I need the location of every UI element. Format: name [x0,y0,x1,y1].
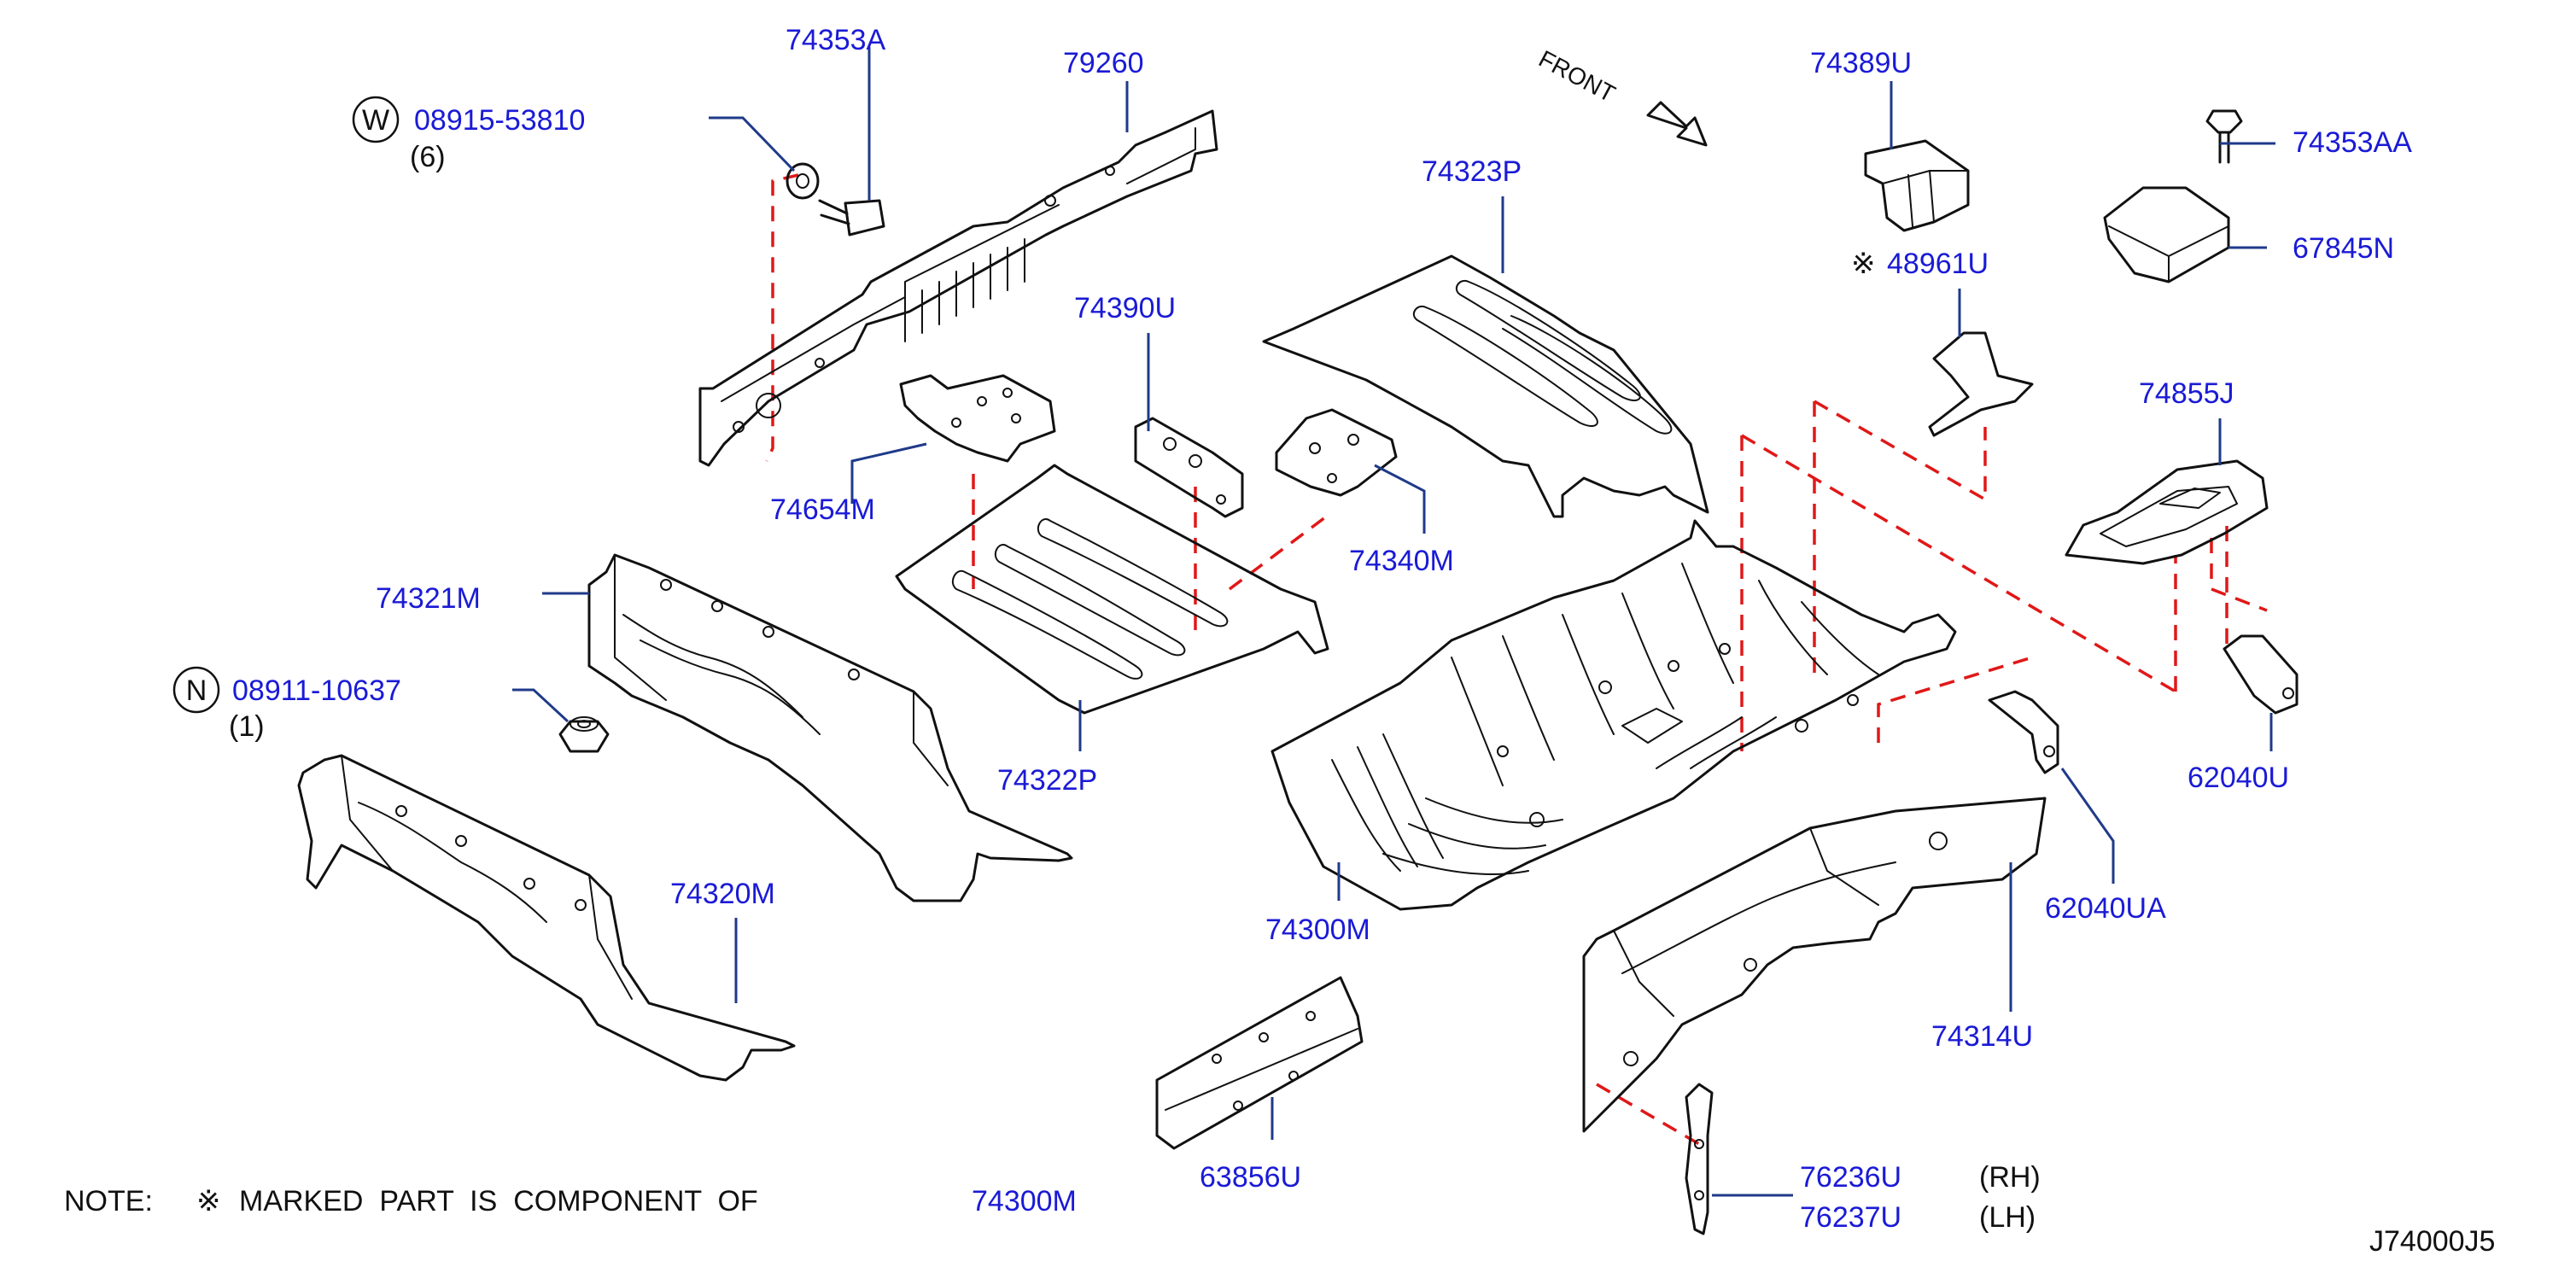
diagram-code: J74000J5 [2369,1225,2495,1258]
label-67845N: 67845N [2293,232,2394,265]
part-74320M-member [297,754,796,1082]
label-48961U-mark: ※ [1851,248,1876,280]
part-48961U-bracket [1928,331,2034,437]
part-74390U-bracket [1134,417,1244,518]
label-74390U: 74390U [1074,292,1176,324]
label-76236U-side: (RH) [1979,1161,2041,1194]
leader-lines [512,47,2275,1197]
label-74300M: 74300M [1265,914,1370,946]
front-label: FRONT [1534,45,1620,108]
label-08911-qty: (1) [229,710,265,743]
marker-w-letter: W [362,104,389,137]
part-74323P-panel [1262,254,1709,518]
note-prefix: NOTE: [64,1185,153,1217]
part-labels: 74353A 79260 W 08915-53810 (6) 74654M 74… [172,24,2412,1234]
part-08911-nut [558,716,610,753]
label-74314U: 74314U [1931,1020,2033,1053]
alignment-lines [765,173,2268,1146]
part-74353AA-bolt [2205,109,2243,164]
label-62040U: 62040U [2188,762,2289,794]
part-74340M-bracket [1275,408,1398,497]
part-74300M-floor [1270,519,1957,911]
label-74320M: 74320M [670,878,775,910]
part-74389U-bracket [1864,139,1970,232]
label-74321M: 74321M [376,582,481,615]
label-08911-10637: 08911-10637 [232,674,401,707]
label-74353A: 74353A [786,24,886,56]
part-62040UA-bracket [1988,690,2059,774]
label-63856U: 63856U [1200,1161,1301,1194]
front-arrow [1646,101,1708,147]
label-74353AA: 74353AA [2293,126,2412,159]
marker-w [352,96,400,143]
label-74654M: 74654M [770,493,875,526]
part-79260-rail [698,109,1218,467]
label-74855J: 74855J [2139,377,2234,410]
label-74389U: 74389U [1810,47,1912,79]
label-74340M: 74340M [1349,545,1454,577]
label-08915-qty: (6) [410,141,446,173]
label-76236U: 76236U [1800,1161,1901,1194]
note-part: 74300M [972,1185,1077,1217]
part-74855J-cover [2065,459,2269,565]
note-mark: ※ [196,1185,221,1217]
part-74353A-bolt [786,162,885,236]
label-74322P: 74322P [997,764,1097,797]
part-74314U-member [1582,797,2047,1133]
label-62040UA: 62040UA [2045,892,2166,925]
label-74323P: 74323P [1422,155,1522,188]
part-62040U-bracket [2223,634,2299,715]
label-76237U: 76237U [1800,1201,1901,1234]
part-63856U-strip [1155,976,1364,1150]
label-08915-53810: 08915-53810 [414,104,585,137]
marker-n-letter: N [186,674,207,707]
part-67845N-bracket [2103,186,2230,283]
label-79260: 79260 [1063,47,1144,79]
note-text: MARKED PART IS COMPONENT OF [239,1185,758,1217]
part-76236U-bracket [1685,1083,1714,1235]
marker-n [172,666,220,714]
note: NOTE: ※ MARKED PART IS COMPONENT OF 7430… [64,1185,1077,1217]
part-74654M-bracket [899,374,1056,463]
label-76237U-side: (LH) [1979,1201,2036,1234]
label-48961U: 48961U [1887,248,1989,280]
part-74322P-panel [895,464,1329,715]
part-74321M-member [587,553,1073,902]
